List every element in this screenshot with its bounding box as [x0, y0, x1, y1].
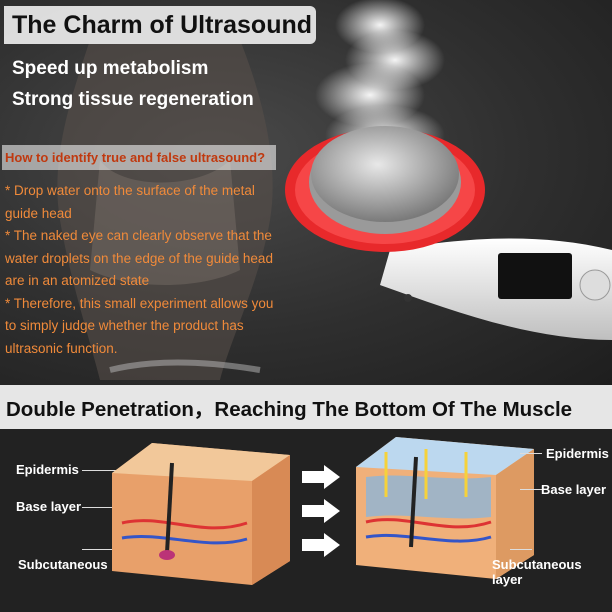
question-box: How to identify true and false ultrasoun… — [2, 145, 276, 170]
label-base-right: Base layer — [541, 482, 607, 497]
page-title: The Charm of Ultrasound — [12, 10, 313, 39]
leader-line — [510, 549, 532, 550]
label-epidermis-left: Epidermis — [16, 462, 79, 477]
banner-text: Double Penetration，Reaching The Bottom O… — [6, 398, 573, 421]
explain-line: water droplets on the edge of the guide … — [5, 250, 273, 266]
hero-section: The Charm of Ultrasound Speed up metabol… — [0, 0, 612, 385]
explain-line: guide head — [5, 205, 72, 221]
leader-line — [82, 549, 122, 550]
explain-line: * The naked eye can clearly observe that… — [5, 228, 272, 243]
leader-line — [82, 507, 122, 508]
skin-diagram-section: Epidermis Base layer Subcutaneous layer … — [0, 429, 612, 612]
steam-icon — [315, 0, 445, 165]
penetration-banner: Double Penetration，Reaching The Bottom O… — [0, 385, 612, 429]
leader-line — [520, 489, 542, 490]
explain-line: * Drop water onto the surface of the met… — [5, 183, 255, 198]
arrow-right-icon — [302, 533, 340, 557]
explain-line: * Therefore, this small experiment allow… — [5, 295, 274, 311]
explanation-text: * Drop water onto the surface of the met… — [5, 180, 295, 360]
arrow-right-icon — [302, 465, 340, 489]
title-box: The Charm of Ultrasound — [4, 6, 316, 44]
label-subcutaneous-left: Subcutaneous layer — [18, 557, 142, 572]
label-base-left: Base layer — [16, 499, 82, 514]
question-text: How to identify true and false ultrasoun… — [5, 150, 266, 165]
leader-line — [520, 453, 542, 454]
skin-layer-icon — [356, 437, 534, 579]
label-subcutaneous-right: Subcutaneous layer — [492, 557, 582, 587]
label-epidermis-right: Epidermis — [546, 446, 609, 461]
explain-line: to simply judge whether the product has — [5, 318, 244, 333]
ultrasound-device-icon — [285, 126, 612, 340]
explain-line: are in an atomized state — [5, 273, 150, 288]
body-silhouette-icon — [57, 40, 273, 380]
leader-line — [82, 470, 122, 471]
bullet-metabolism: Speed up metabolism — [12, 58, 209, 79]
explain-line: ultrasonic function. — [5, 340, 118, 356]
bullet-regeneration: Strong tissue regeneration — [12, 89, 254, 110]
skin-layer-icon — [112, 443, 290, 585]
arrow-right-icon — [302, 499, 340, 523]
